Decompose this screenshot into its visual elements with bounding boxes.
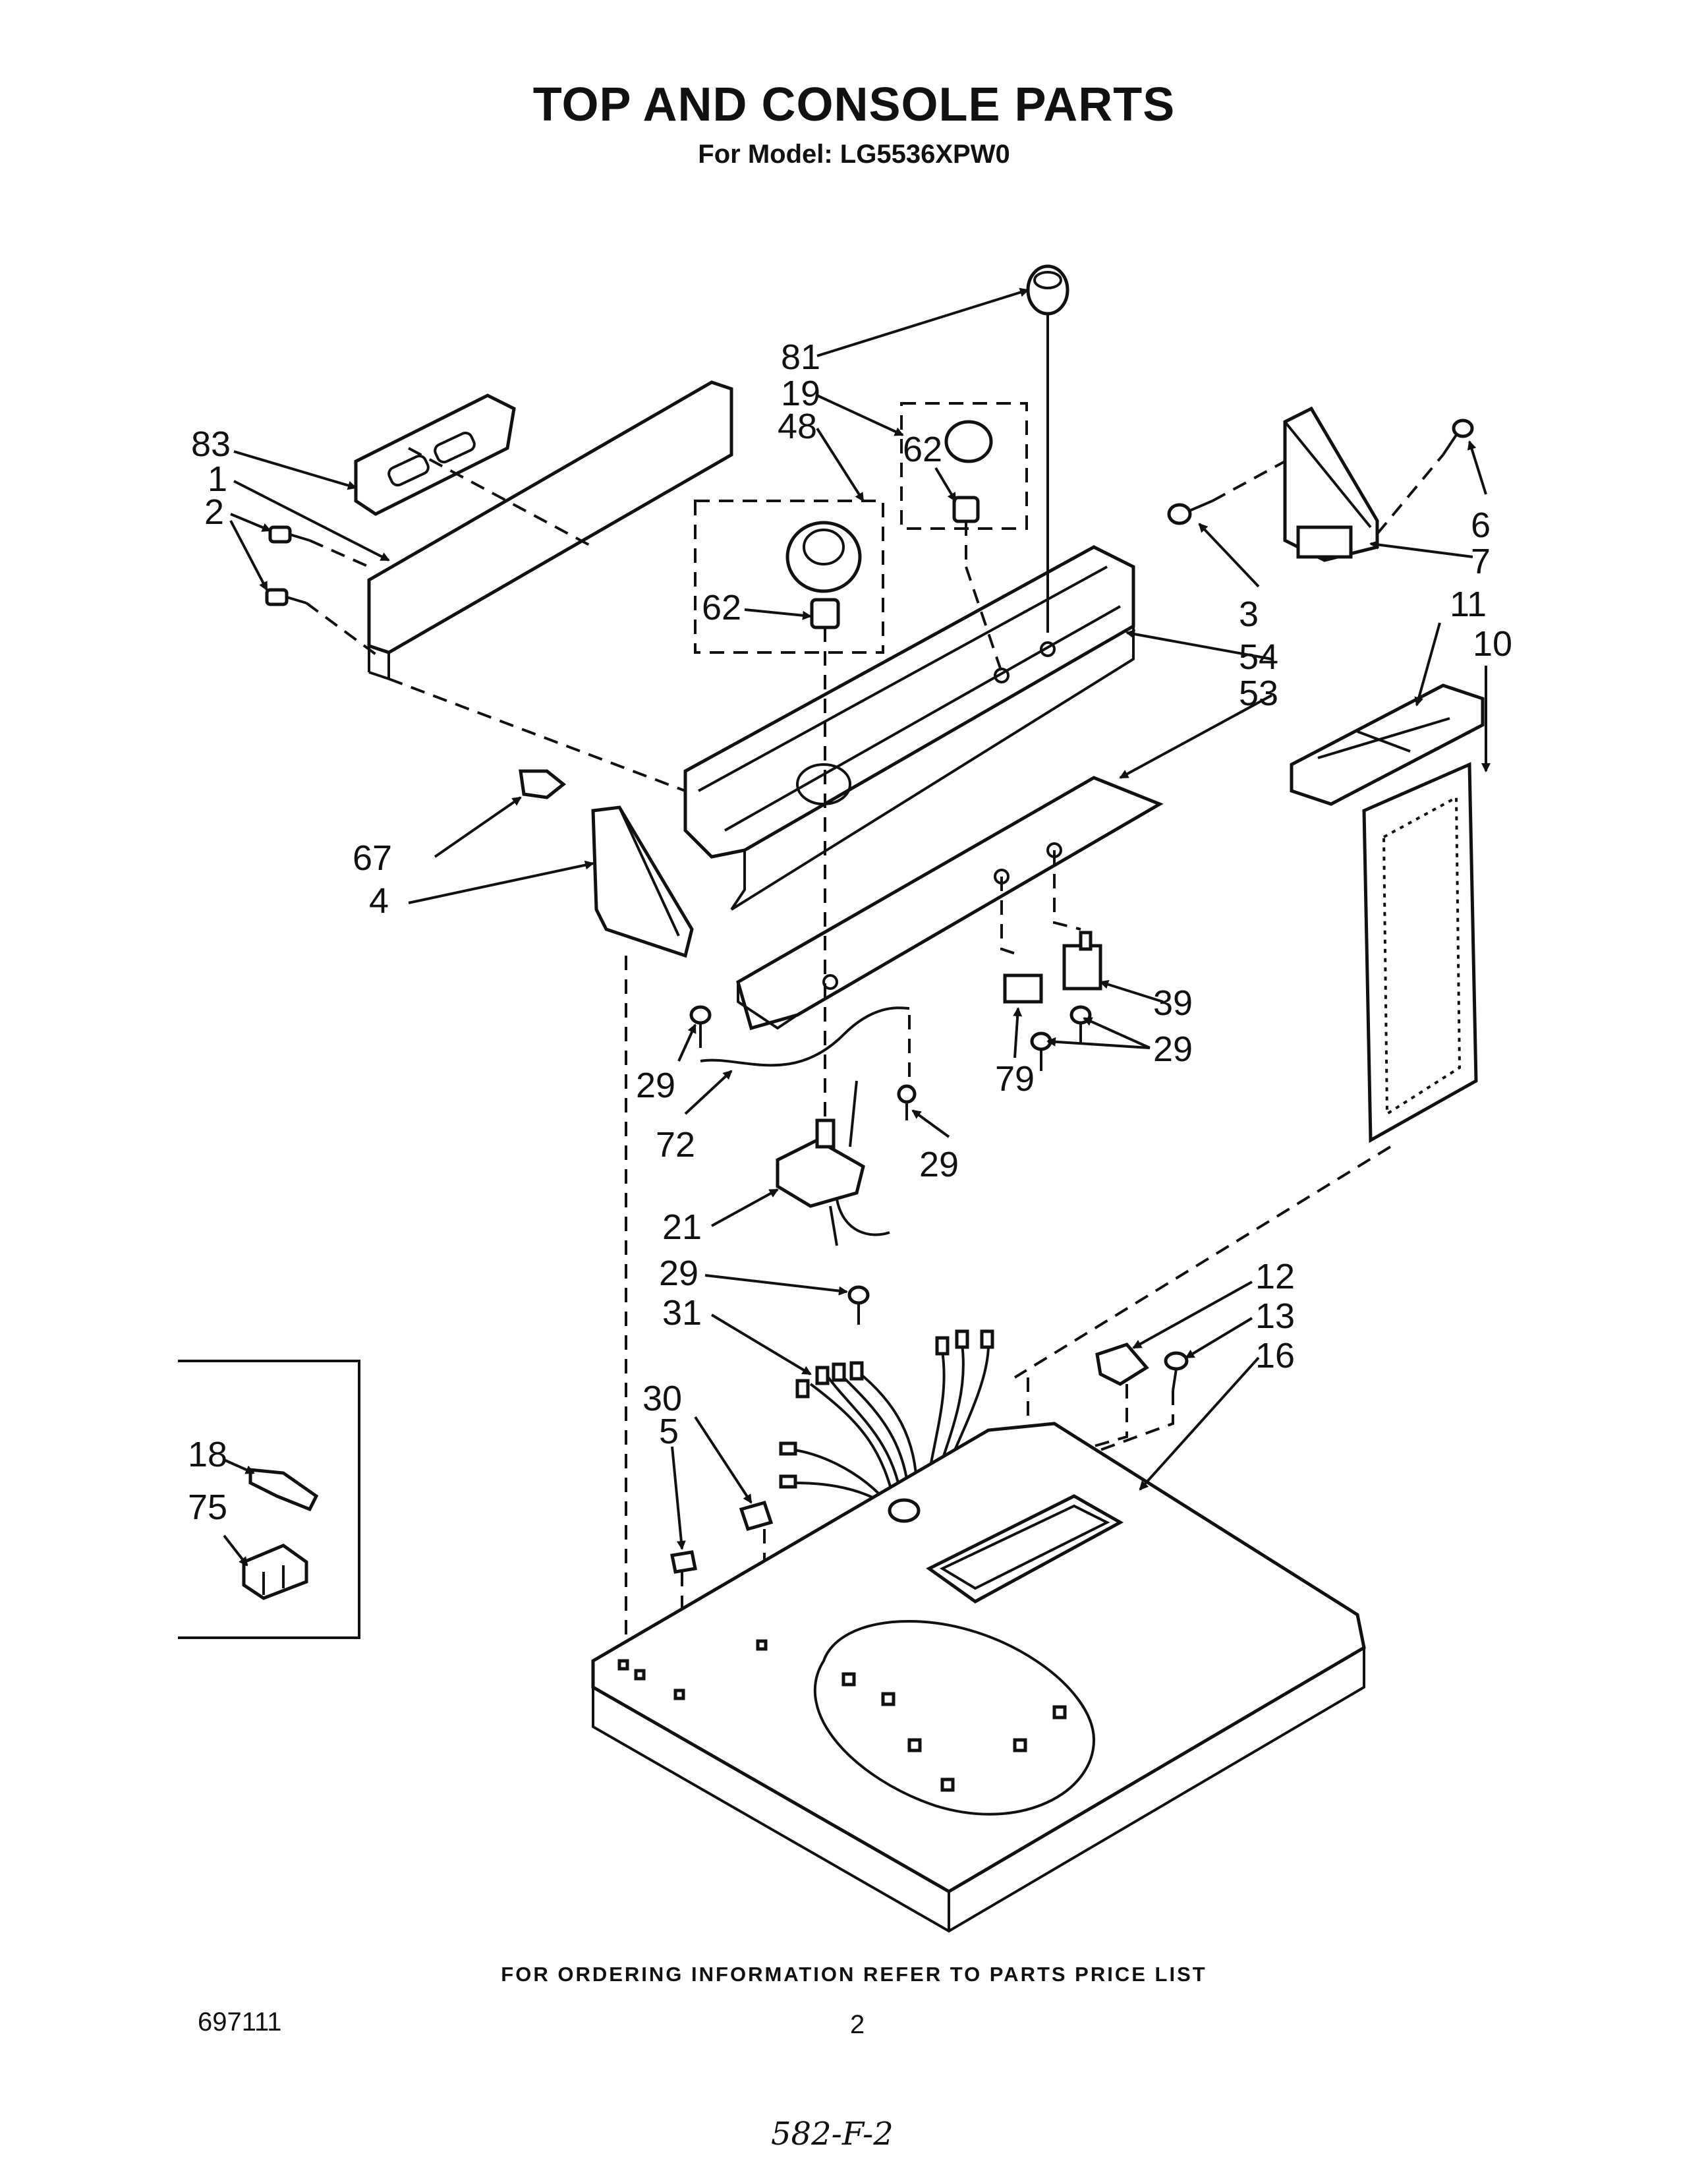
rear-console-panel bbox=[367, 380, 733, 680]
callout-16: 16 bbox=[1255, 1336, 1295, 1375]
page-number: 2 bbox=[850, 2010, 865, 2039]
callout-75: 75 bbox=[188, 1488, 227, 1527]
callout-62-lower: 62 bbox=[702, 588, 741, 627]
knob-19 bbox=[944, 420, 1003, 673]
callout-10: 10 bbox=[1473, 624, 1512, 664]
callout-29-timer: 29 bbox=[659, 1254, 698, 1293]
callout-21: 21 bbox=[662, 1207, 702, 1247]
switch-79 bbox=[1003, 973, 1043, 1004]
lint-screen-cover bbox=[1290, 683, 1485, 806]
callout-30: 30 bbox=[642, 1379, 682, 1418]
clip-5 bbox=[670, 1550, 697, 1574]
callout-48: 48 bbox=[778, 407, 817, 446]
callout-29-left: 29 bbox=[636, 1066, 675, 1105]
callout-18: 18 bbox=[188, 1435, 227, 1474]
bracket-12 bbox=[1095, 1343, 1149, 1386]
callout-11: 11 bbox=[1450, 585, 1487, 624]
callout-29-right: 29 bbox=[1153, 1029, 1193, 1069]
control-panel-bracket bbox=[736, 776, 1164, 1031]
right-end-cap bbox=[1283, 406, 1379, 562]
handwritten-note: 582-F-2 bbox=[771, 2116, 894, 2153]
switch-39 bbox=[1062, 931, 1102, 991]
connector-75 bbox=[242, 1544, 308, 1600]
screw-3 bbox=[1167, 500, 1213, 525]
knob-81 bbox=[1026, 264, 1069, 633]
screws-2 bbox=[265, 525, 310, 606]
callout-4: 4 bbox=[369, 881, 389, 921]
callout-12: 12 bbox=[1255, 1257, 1295, 1296]
callout-81: 81 bbox=[781, 337, 820, 377]
callout-62-upper: 62 bbox=[903, 430, 942, 469]
callout-31: 31 bbox=[662, 1293, 702, 1333]
callout-53: 53 bbox=[1239, 674, 1278, 713]
callout-7: 7 bbox=[1471, 542, 1491, 581]
screw-13 bbox=[1164, 1351, 1189, 1391]
callout-3: 3 bbox=[1239, 594, 1259, 634]
callout-72: 72 bbox=[656, 1125, 695, 1165]
screw-29-timer bbox=[847, 1285, 870, 1325]
callout-29-center: 29 bbox=[919, 1145, 959, 1184]
callout-54: 54 bbox=[1239, 637, 1278, 677]
model-subtitle: For Model: LG5536XPW0 bbox=[698, 140, 1010, 169]
terminal-18 bbox=[248, 1468, 319, 1512]
callout-67: 67 bbox=[353, 838, 392, 878]
callout-2: 2 bbox=[204, 492, 224, 532]
clip-67 bbox=[519, 769, 567, 799]
callout-5: 5 bbox=[659, 1412, 679, 1451]
clip-30 bbox=[739, 1500, 774, 1532]
left-end-cap bbox=[591, 805, 694, 958]
callout-19: 19 bbox=[781, 374, 820, 413]
page-title: TOP AND CONSOLE PARTS bbox=[532, 78, 1176, 131]
screw-29-center bbox=[897, 1084, 917, 1120]
callout-1: 1 bbox=[208, 459, 227, 499]
screw-6 bbox=[1442, 419, 1474, 456]
timer-21 bbox=[776, 1080, 890, 1246]
callout-79: 79 bbox=[995, 1059, 1035, 1099]
wire-72 bbox=[700, 1006, 910, 1067]
ordering-note: FOR ORDERING INFORMATION REFER TO PARTS … bbox=[501, 1963, 1207, 1986]
callout-83: 83 bbox=[191, 424, 231, 464]
knob-48 bbox=[785, 521, 862, 1153]
callout-13: 13 bbox=[1255, 1296, 1295, 1336]
callout-39: 39 bbox=[1153, 983, 1193, 1023]
document-number: 697111 bbox=[198, 2008, 282, 2037]
screws-29-switch bbox=[1030, 1005, 1092, 1071]
lint-screen bbox=[1362, 762, 1478, 1143]
screw-29-left bbox=[689, 1005, 712, 1048]
callout-6: 6 bbox=[1471, 506, 1491, 545]
top-panel bbox=[591, 1422, 1366, 1933]
console-bracket bbox=[354, 393, 516, 516]
